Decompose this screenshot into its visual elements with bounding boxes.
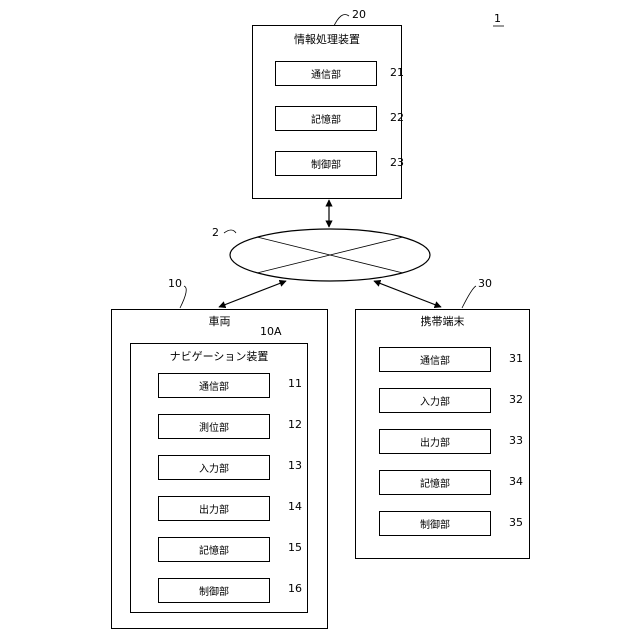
nav-unit-positioning: 測位部 [158,414,270,439]
terminal-unit-communication: 通信部 [379,347,491,372]
nav-unit-communication: 通信部 [158,373,270,398]
nav-unit-ref: 13 [288,459,302,472]
terminal-unit-ref: 35 [509,516,523,529]
server-unit-ref: 21 [390,66,404,79]
nav-unit-output: 出力部 [158,496,270,521]
nav-unit-ref: 16 [288,582,302,595]
terminal-box: 携帯端末 通信部 入力部 出力部 記憶部 制御部 [355,309,530,559]
terminal-unit-ref: 31 [509,352,523,365]
server-unit-control: 制御部 [275,151,377,176]
nav-unit-ref: 14 [288,500,302,513]
terminal-unit-ref: 33 [509,434,523,447]
nav-unit-input: 入力部 [158,455,270,480]
terminal-unit-output: 出力部 [379,429,491,454]
nav-unit-storage: 記憶部 [158,537,270,562]
nav-unit-ref: 11 [288,377,302,390]
server-unit-ref: 23 [390,156,404,169]
network-ref: 2 [212,226,219,239]
arrow-network-vehicle [219,281,286,307]
leader-line [462,286,476,308]
terminal-unit-ref: 32 [509,393,523,406]
server-ref: 20 [352,8,366,21]
vehicle-ref: 10 [168,277,182,290]
navigation-title: ナビゲーション装置 [131,348,307,364]
navigation-ref: 10A [260,325,282,338]
nav-unit-ref: 15 [288,541,302,554]
server-unit-storage: 記憶部 [275,106,377,131]
navigation-box: ナビゲーション装置 通信部 測位部 入力部 出力部 記憶部 制御部 [130,343,308,613]
vehicle-title: 車両 [112,313,327,329]
server-unit-ref: 22 [390,111,404,124]
system-ref: 1 [494,12,501,25]
terminal-title: 携帯端末 [356,313,529,329]
terminal-unit-ref: 34 [509,475,523,488]
leader-line [224,230,236,233]
terminal-unit-input: 入力部 [379,388,491,413]
terminal-unit-control: 制御部 [379,511,491,536]
server-box: 情報処理装置 通信部 記憶部 制御部 [252,25,402,199]
server-title: 情報処理装置 [253,31,401,47]
arrow-network-terminal [374,281,441,307]
server-unit-communication: 通信部 [275,61,377,86]
nav-unit-ref: 12 [288,418,302,431]
terminal-ref: 30 [478,277,492,290]
terminal-unit-storage: 記憶部 [379,470,491,495]
nav-unit-control: 制御部 [158,578,270,603]
